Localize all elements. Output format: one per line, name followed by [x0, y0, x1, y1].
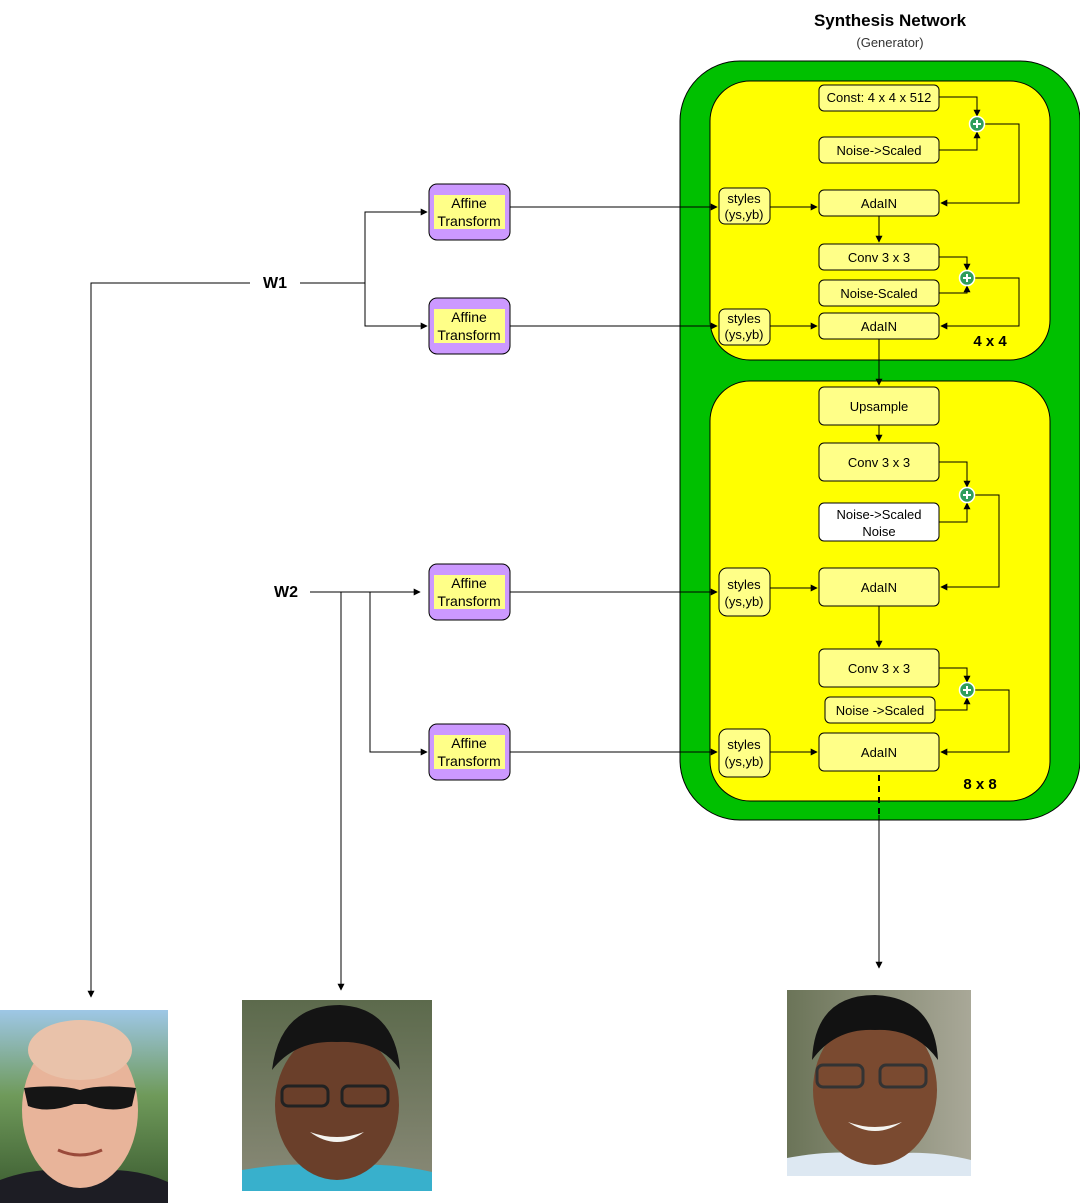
const-node-label: Const: 4 x 4 x 512	[827, 90, 932, 105]
w1-label: W1	[263, 275, 287, 292]
edge-plus4-adain4	[940, 689, 1010, 756]
edge-w1-affine2	[364, 283, 428, 330]
svg-text:Transform: Transform	[437, 213, 500, 229]
plus-icon	[958, 681, 976, 699]
edge-noise4-plus	[935, 697, 971, 711]
const-node	[818, 84, 940, 112]
face-photo-generated	[787, 990, 971, 1176]
styles-node: styles (ys,yb)	[718, 187, 771, 225]
noise-scaled-label-3b: Noise	[862, 524, 895, 539]
conv-label-1: Conv 3 x 3	[848, 250, 910, 265]
face-photo-w1	[0, 1010, 168, 1203]
svg-text:styles: styles	[727, 191, 761, 206]
edge-w2-affine4	[369, 592, 428, 756]
svg-text:Transform: Transform	[437, 327, 500, 343]
styles-node: styles (ys,yb)	[718, 728, 771, 778]
edge-conv3-plus	[939, 667, 971, 683]
affine-transform-node: Affine Transform	[428, 297, 511, 355]
plus-icon	[968, 115, 986, 133]
svg-text:Affine: Affine	[451, 575, 487, 591]
svg-text:styles: styles	[727, 311, 761, 326]
edge-conv2-plus	[939, 461, 971, 488]
adain-label-3: AdaIN	[861, 580, 897, 595]
noise-scaled-label-3a: Noise->Scaled	[837, 507, 922, 522]
adain-label-1: AdaIN	[861, 196, 897, 211]
svg-text:(ys,yb): (ys,yb)	[725, 594, 764, 609]
w2-label: W2	[274, 584, 298, 601]
svg-text:(ys,yb): (ys,yb)	[725, 754, 764, 769]
plus-icon	[958, 486, 976, 504]
adain-label-2: AdaIN	[861, 319, 897, 334]
edge-plus1-adain1	[940, 123, 1020, 207]
edge-plus3-adain3	[940, 494, 1000, 591]
adain-node-4	[818, 732, 940, 772]
block-4x4-label: 4 x 4	[973, 333, 1007, 350]
noise-scaled-label-1: Noise->Scaled	[837, 143, 922, 158]
edge-const-plus	[939, 96, 981, 117]
svg-text:styles: styles	[727, 737, 761, 752]
affine-transform-node: Affine Transform	[428, 183, 511, 241]
svg-text:Affine: Affine	[451, 195, 487, 211]
edge-w1-photo	[87, 282, 250, 998]
adain-label-4: AdaIN	[861, 745, 897, 760]
styles-node: styles (ys,yb)	[718, 567, 771, 617]
face-photo-w2	[242, 1000, 432, 1191]
svg-text:styles: styles	[727, 577, 761, 592]
svg-text:Transform: Transform	[437, 593, 500, 609]
diagram-title: Synthesis Network	[814, 11, 967, 30]
svg-text:Affine: Affine	[451, 735, 487, 751]
edge-plus2-adain2	[940, 277, 1020, 330]
edge-conv1-plus	[939, 256, 971, 271]
noise-scaled-label-2: Noise-Scaled	[840, 286, 917, 301]
svg-text:(ys,yb): (ys,yb)	[725, 207, 764, 222]
edge-noise1-plus	[939, 131, 981, 151]
svg-text:Affine: Affine	[451, 309, 487, 325]
diagram-subtitle: (Generator)	[856, 35, 923, 50]
noise-scaled-label-4: Noise ->Scaled	[836, 703, 925, 718]
styles-node: styles (ys,yb)	[718, 308, 771, 346]
edge-noise3-plus	[939, 502, 971, 523]
affine-transform-node: Affine Transform	[428, 563, 511, 621]
conv-label-3: Conv 3 x 3	[848, 661, 910, 676]
upsample-label: Upsample	[850, 399, 909, 414]
svg-text:Transform: Transform	[437, 753, 500, 769]
edge-noise2-plus	[939, 285, 971, 294]
svg-text:(ys,yb): (ys,yb)	[725, 327, 764, 342]
edge-w1-affine1	[364, 208, 428, 283]
block-8x8-label: 8 x 8	[963, 776, 996, 793]
affine-transform-node: Affine Transform	[428, 723, 511, 781]
conv-label-2: Conv 3 x 3	[848, 455, 910, 470]
plus-icon	[958, 269, 976, 287]
